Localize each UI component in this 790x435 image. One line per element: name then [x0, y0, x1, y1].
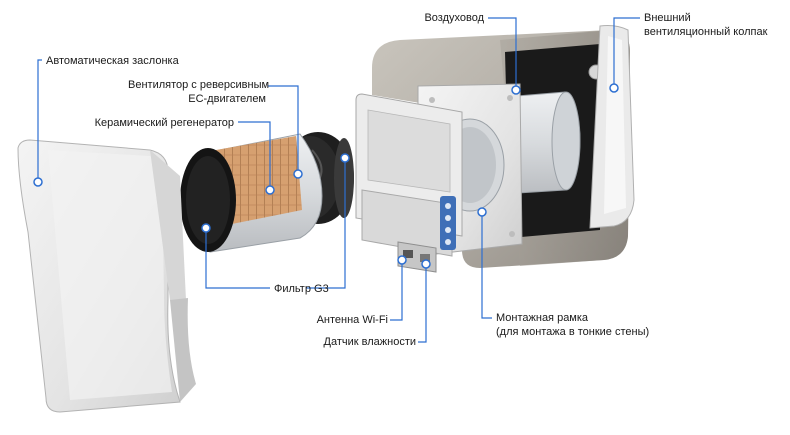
leader-regenerator	[238, 121, 271, 190]
label-filtr: Фильтр G3	[274, 283, 329, 295]
leader-vozdukhovod	[488, 17, 517, 90]
leader-montazhnaya	[481, 212, 492, 319]
label-montazhnaya-line1: Монтажная рамка	[496, 312, 589, 324]
label-ventilyator-line2: ЕС-двигателем	[188, 93, 266, 105]
label-vneshniy-line1: Внешний	[644, 12, 691, 24]
leader-filtr	[205, 228, 270, 289]
inner-frame	[355, 93, 463, 273]
label-keramicheskiy-regenerator: Керамический регенератор	[94, 117, 234, 129]
leader-vneshniy	[613, 17, 640, 88]
label-vozdukhovod: Воздуховод	[424, 12, 484, 24]
ceramic-regenerator	[180, 133, 323, 253]
label-ventilyator-line1: Вентилятор с реверсивным	[128, 79, 270, 91]
leader-filtr-2	[306, 158, 346, 289]
leader-zaslonka	[37, 59, 42, 182]
leader-ventilyator	[268, 85, 299, 174]
automatic-shutter	[17, 139, 196, 413]
label-avtomaticheskaya-zaslonka: Автоматическая заслонка	[46, 55, 179, 67]
leader-datchik	[418, 264, 427, 343]
outer-hood	[589, 25, 635, 229]
label-vneshniy-line2: вентиляционный колпак	[644, 26, 768, 38]
label-antenna: Антенна Wi-Fi	[316, 314, 388, 326]
label-montazhnaya-line2: (для монтажа в тонкие стены)	[496, 326, 650, 338]
leader-antenna	[390, 260, 403, 321]
callout-dots	[33, 83, 619, 269]
callout-lines	[37, 17, 640, 343]
label-datchik: Датчик влажности	[323, 336, 416, 348]
